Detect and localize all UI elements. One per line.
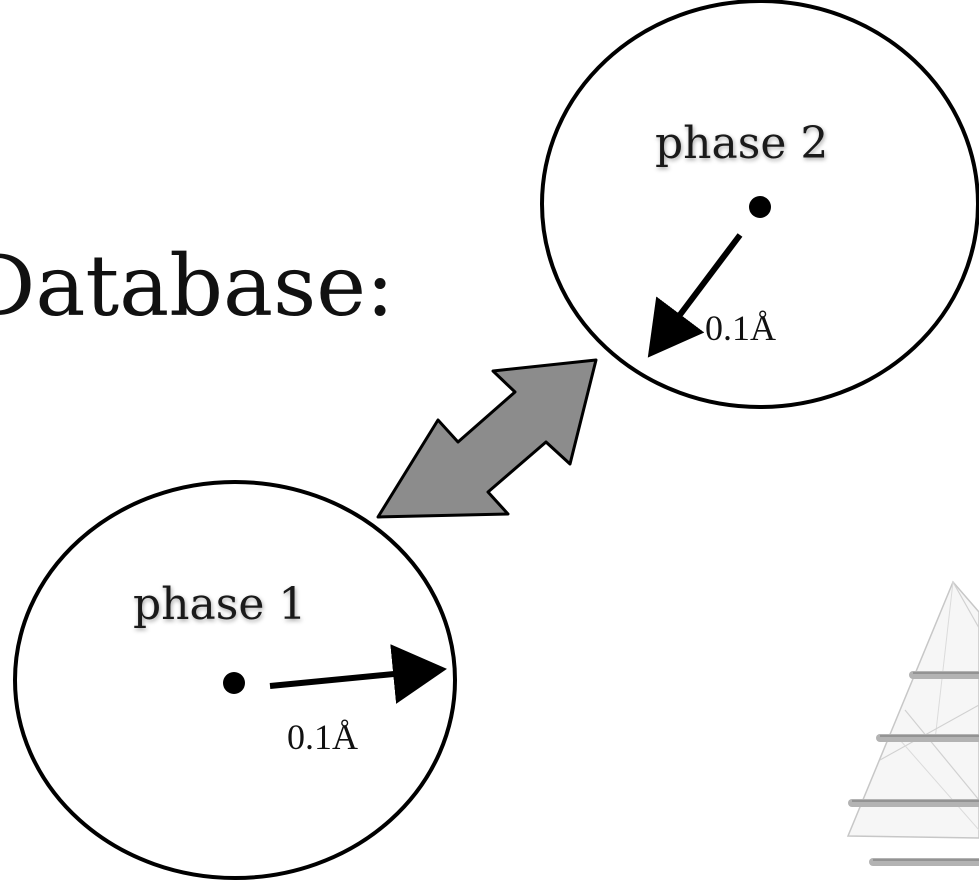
database-heading: Database: (0, 237, 394, 335)
phase-2-label: phase 2 (655, 118, 828, 169)
phase-2-circle (540, 0, 979, 409)
phase-2-center-dot (749, 196, 771, 218)
phase-2-radius-label: 0.1Å (705, 308, 776, 348)
phase-1-label: phase 1 (133, 579, 306, 630)
phase-1-circle (13, 480, 457, 880)
phase-1-center-dot (223, 672, 245, 694)
phase-2-radius-arrow (647, 233, 743, 358)
phase-2-node: phase 2 0.1Å (540, 0, 979, 409)
phase-1-radius-arrow (269, 644, 447, 704)
double-headed-arrow-icon (376, 358, 598, 519)
phase-1-node: phase 1 0.1Å (13, 480, 457, 880)
crystal-structure-icon (846, 580, 979, 866)
phase-1-radius-label: 0.1Å (287, 717, 358, 757)
